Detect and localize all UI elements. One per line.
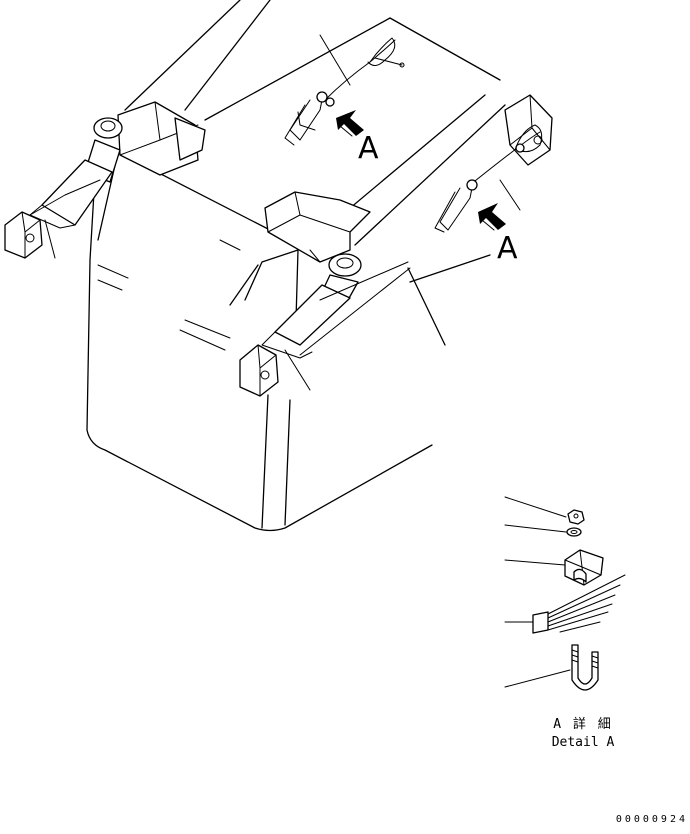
detail-title-jp: A 詳 細 [553,716,612,732]
view-label-a-right: A [497,231,518,266]
right-upper-bracket [504,94,553,166]
drawing-number: 00000924 [616,814,688,825]
right-cylinder [239,253,411,397]
detail-title-en: Detail A [552,735,615,750]
harness-left [284,34,405,146]
detail-a-parts [504,496,626,691]
cab-body [86,0,506,532]
left-cylinder [4,101,206,259]
view-arrow-left [336,110,364,137]
view-arrow-right [478,203,506,231]
center-bracket [264,191,371,263]
view-label-a-left: A [358,131,379,166]
harness-right [434,124,543,233]
